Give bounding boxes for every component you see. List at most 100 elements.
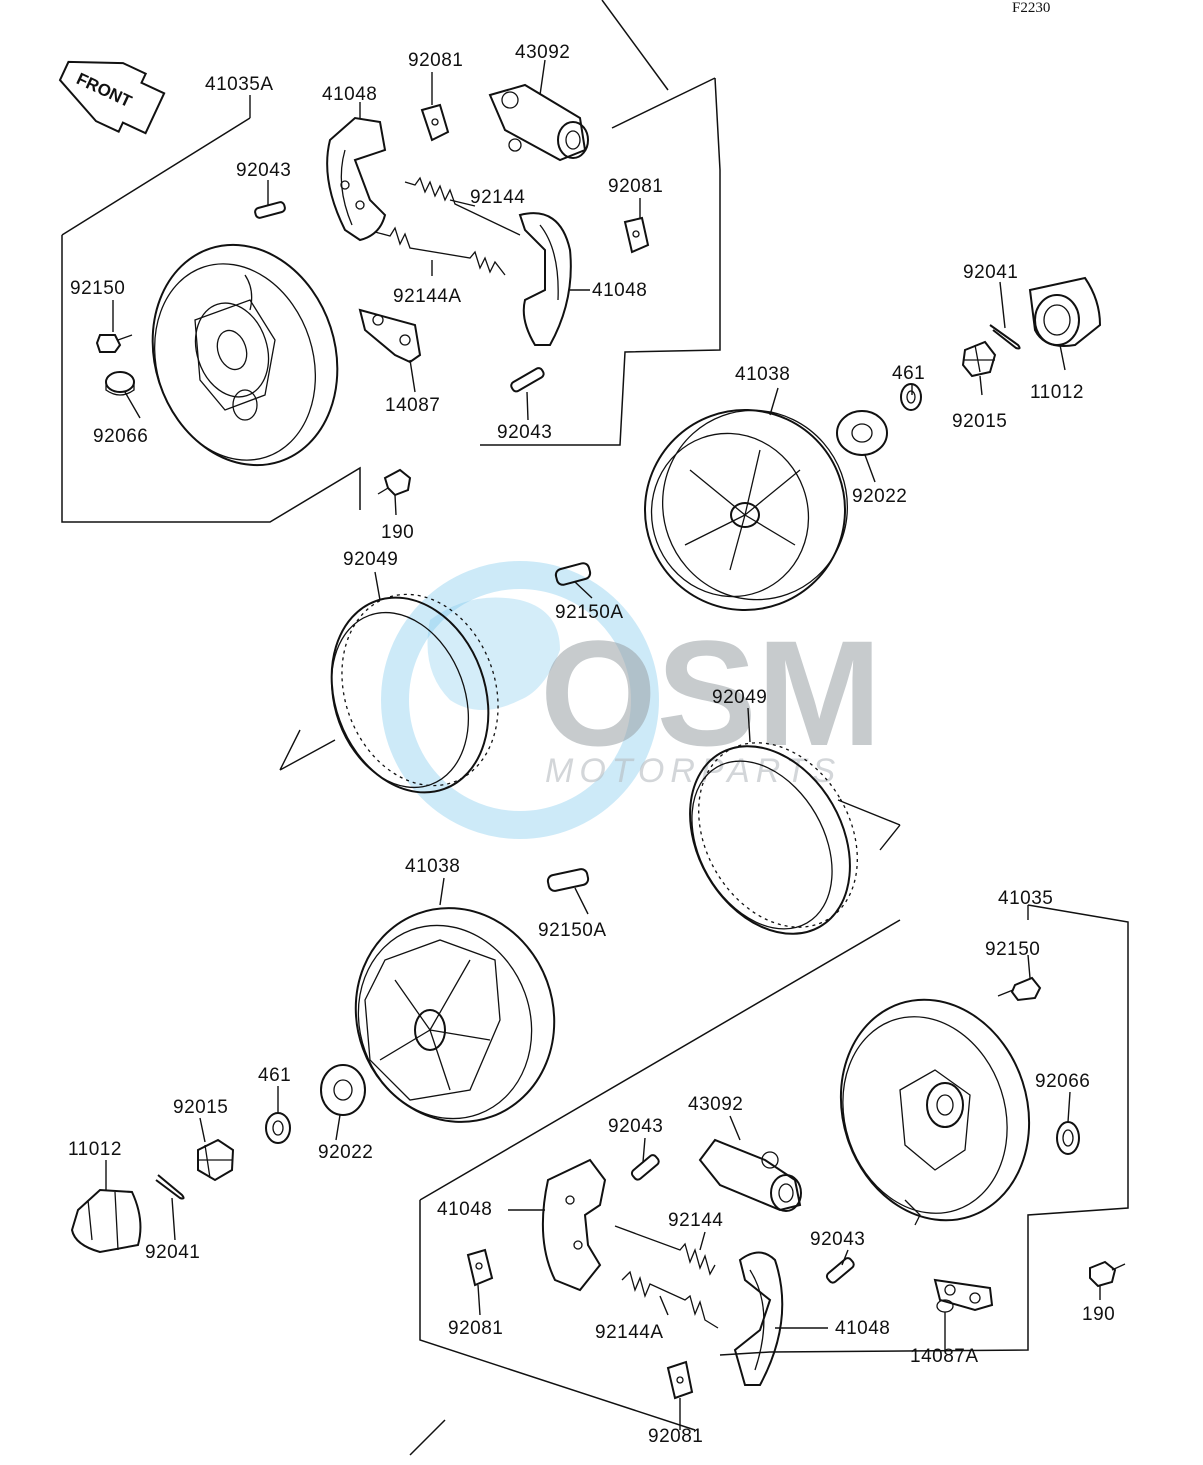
watermark-brand: OSM <box>540 609 882 777</box>
drum-bottom <box>354 907 556 1123</box>
label-92022-b: 92022 <box>318 1142 373 1163</box>
label-92144-t: 92144 <box>470 187 525 208</box>
label-43092-b: 43092 <box>688 1094 743 1115</box>
watermark-subtitle: MOTORPARTS <box>545 752 841 790</box>
label-461-t: 461 <box>892 363 925 384</box>
label-92066-b: 92066 <box>1035 1071 1090 1092</box>
label-92144-b: 92144 <box>668 1210 723 1231</box>
label-11012-b: 11012 <box>68 1139 122 1160</box>
label-43092-t: 43092 <box>515 42 570 63</box>
brake-shoe-bottom-left <box>541 1158 607 1292</box>
seal-right <box>689 742 901 935</box>
label-92043-b1: 92043 <box>608 1116 663 1137</box>
clip-bottom-2 <box>666 1360 694 1400</box>
clip-top-1 <box>420 103 450 142</box>
label-92150A-t: 92150A <box>555 602 624 623</box>
label-92041-b: 92041 <box>145 1242 200 1263</box>
watermark-globe-shape <box>427 597 560 710</box>
label-92049-r: 92049 <box>712 687 767 708</box>
lock-washer-bottom <box>265 1112 291 1144</box>
screw-bottom <box>1089 1260 1126 1288</box>
brake-panel-bottom <box>839 998 1031 1226</box>
label-41048-tr: 41048 <box>592 280 647 301</box>
diagram-code: F2230 <box>1012 0 1050 16</box>
label-11012-t: 11012 <box>1030 382 1084 403</box>
label-92049-l: 92049 <box>343 549 398 570</box>
front-arrow: FRONT <box>58 60 166 135</box>
label-190-t: 190 <box>381 522 414 543</box>
watermark-ring <box>381 561 659 839</box>
nut-bottom <box>197 1138 235 1182</box>
label-92081-t2: 92081 <box>608 176 663 197</box>
label-92150-t: 92150 <box>70 278 125 299</box>
washer-top <box>836 410 888 456</box>
label-14087: 14087 <box>385 395 440 416</box>
stud-bottom <box>546 868 590 892</box>
label-41048-tl: 41048 <box>322 84 377 105</box>
label-92081-b2: 92081 <box>648 1426 703 1447</box>
stud-top <box>554 562 592 586</box>
label-92043-b2: 92043 <box>810 1229 865 1250</box>
screw-top <box>377 468 412 497</box>
label-92081-b1: 92081 <box>448 1318 503 1339</box>
label-92144A-b: 92144A <box>595 1322 664 1343</box>
pin-bottom-2 <box>825 1257 855 1284</box>
label-92043-t1: 92043 <box>236 160 291 181</box>
bolt-bottom <box>997 976 1042 1002</box>
clip-top-2 <box>623 216 650 254</box>
label-92015-b: 92015 <box>173 1097 228 1118</box>
brake-shoe-bottom-right <box>733 1251 784 1386</box>
plug-bottom <box>1056 1121 1080 1155</box>
plug-top <box>105 371 135 396</box>
spring-top-92144a <box>374 226 506 276</box>
label-92043-t2: 92043 <box>497 422 552 443</box>
label-461-b: 461 <box>258 1065 291 1086</box>
brake-shoe-top-right <box>518 212 572 346</box>
watermark: OSM MOTORPARTS <box>381 561 882 839</box>
bolt-top <box>95 334 133 353</box>
plate-bottom <box>933 1278 994 1313</box>
clip-bottom-1 <box>466 1248 494 1287</box>
label-41035A: 41035A <box>205 74 274 95</box>
cotter-pin-bottom <box>155 1174 185 1200</box>
pin-bottom-1 <box>630 1154 660 1181</box>
cap-top <box>1028 276 1102 347</box>
label-14087A: 14087A <box>910 1346 979 1367</box>
spring-top-92144 <box>404 176 521 236</box>
label-190-b: 190 <box>1082 1304 1115 1325</box>
pin-top-1 <box>254 201 286 219</box>
drum-top <box>644 409 849 611</box>
wheel-cylinder-bottom <box>698 1138 802 1212</box>
cotter-pin-top <box>989 324 1021 350</box>
frame-bottom-right <box>409 904 1129 1456</box>
brake-shoe-top-left <box>326 116 387 242</box>
label-92022-t: 92022 <box>852 486 907 507</box>
part-labels: 41035A 41048 92081 43092 92043 92144 920… <box>68 42 1115 1447</box>
leader-lines <box>105 59 1101 1430</box>
label-92015-t: 92015 <box>952 411 1007 432</box>
label-41038-t: 41038 <box>735 364 790 385</box>
label-41035: 41035 <box>998 888 1053 909</box>
cap-bottom <box>70 1188 142 1254</box>
frame-top-left <box>61 0 721 523</box>
spring-bottom-92144 <box>614 1225 716 1276</box>
label-92041-t: 92041 <box>963 262 1018 283</box>
washer-bottom <box>320 1064 366 1116</box>
label-41048-br: 41048 <box>835 1318 890 1339</box>
label-92150A-b: 92150A <box>538 920 607 941</box>
label-92066-t: 92066 <box>93 426 148 447</box>
label-92081-t1: 92081 <box>408 50 463 71</box>
label-92144A-t: 92144A <box>393 286 462 307</box>
seal-left <box>279 593 499 794</box>
plate-top <box>358 308 422 364</box>
nut-top <box>961 340 997 378</box>
label-41048-bl: 41048 <box>437 1199 492 1220</box>
spring-bottom-92144a <box>621 1270 719 1329</box>
label-92150-b: 92150 <box>985 939 1040 960</box>
wheel-cylinder-top <box>488 83 589 162</box>
lock-washer-top <box>900 383 922 411</box>
pin-top-2 <box>510 367 545 393</box>
label-41038-b: 41038 <box>405 856 460 877</box>
front-arrow-shape <box>58 60 166 135</box>
